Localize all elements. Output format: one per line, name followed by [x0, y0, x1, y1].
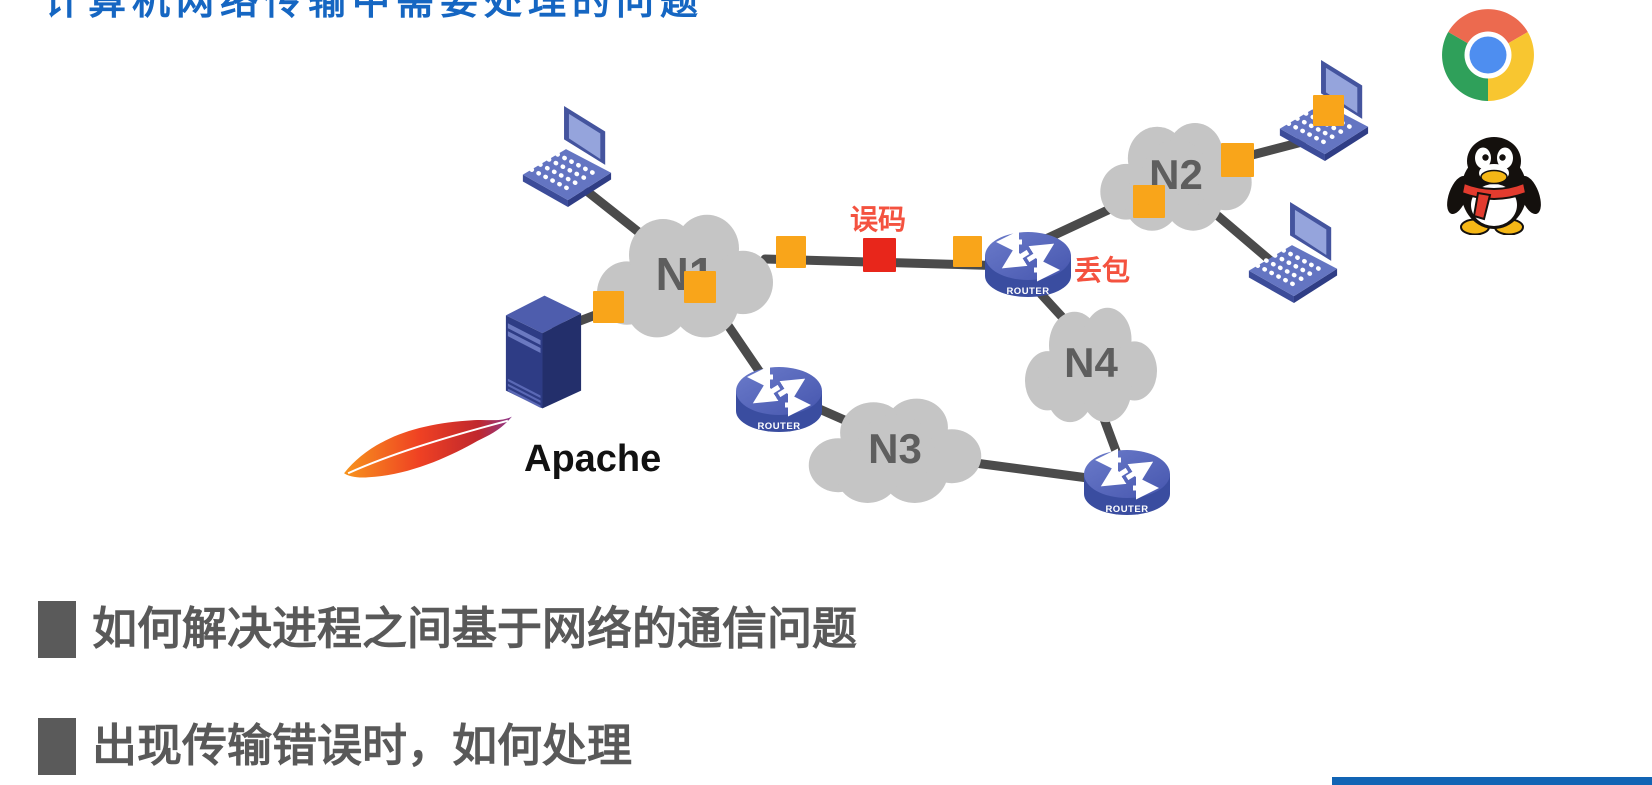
- qq-icon: [1444, 131, 1544, 236]
- packet-loss-label: 丢包: [1074, 255, 1131, 286]
- accent-bar: [1332, 777, 1652, 785]
- cloud-n4: N4: [1016, 294, 1166, 432]
- packet-square: [1221, 143, 1254, 177]
- server-icon: [496, 283, 590, 417]
- router-label: ROUTER: [757, 421, 801, 432]
- bullet-marker: [38, 718, 76, 775]
- router-1: ROUTER: [984, 230, 1072, 298]
- bit-error-label: 误码: [850, 204, 907, 235]
- packet-square: [1133, 185, 1165, 218]
- router-3: ROUTER: [1083, 448, 1171, 516]
- router-label: ROUTER: [1105, 504, 1149, 515]
- laptop-icon-3: [1243, 202, 1341, 305]
- packet-square: [953, 236, 982, 267]
- packet-square: [593, 291, 624, 323]
- cloud-label-n3: N3: [868, 425, 922, 472]
- cloud-n3: N3: [797, 386, 993, 512]
- packet-square: [1313, 95, 1344, 126]
- apache-feather-icon: [338, 414, 520, 488]
- bullet-text-2: 出现传输错误时，如何处理: [92, 720, 633, 771]
- packet-square: [776, 236, 806, 268]
- apache-label: Apache: [524, 438, 662, 480]
- router-2: ROUTER: [735, 365, 823, 433]
- laptop-icon-1: [517, 106, 615, 209]
- router-label: ROUTER: [1006, 286, 1050, 297]
- packet-square: [684, 271, 716, 303]
- bullet-marker: [38, 601, 76, 658]
- page-title: 计算机网络传输中需要处理的问题: [44, 0, 705, 23]
- chrome-icon: [1438, 5, 1538, 105]
- error-packet-square: [863, 238, 896, 272]
- bullet-text-1: 如何解决进程之间基于网络的通信问题: [92, 603, 858, 654]
- cloud-label-n4: N4: [1064, 339, 1118, 386]
